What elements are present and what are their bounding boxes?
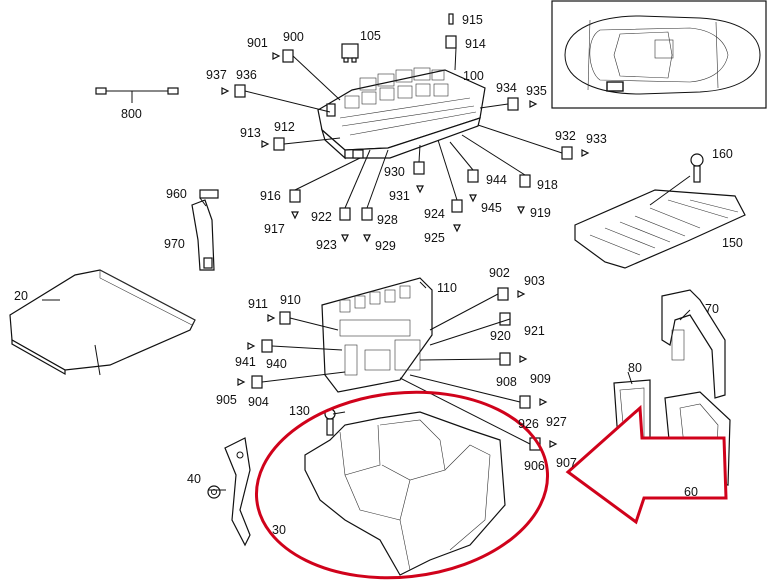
label-160: 160 bbox=[712, 147, 733, 161]
label-100: 100 bbox=[463, 69, 484, 83]
label-900: 900 bbox=[283, 30, 304, 44]
part-800-cable bbox=[95, 87, 179, 103]
screw-130 bbox=[324, 408, 336, 436]
label-903: 903 bbox=[524, 274, 545, 288]
fuse-box-upper bbox=[317, 67, 486, 160]
label-70: 70 bbox=[705, 302, 719, 316]
housing-lower bbox=[304, 411, 506, 576]
label-920: 920 bbox=[490, 329, 511, 343]
label-20: 20 bbox=[14, 289, 28, 303]
label-930: 930 bbox=[384, 165, 405, 179]
label-905: 905 bbox=[216, 393, 237, 407]
label-937: 937 bbox=[206, 68, 227, 82]
label-904: 904 bbox=[248, 395, 269, 409]
label-130: 130 bbox=[289, 404, 310, 418]
label-60: 60 bbox=[684, 485, 698, 499]
highlight-ellipse-icon bbox=[254, 390, 550, 580]
bracket-70 bbox=[661, 289, 726, 399]
car-location-icon bbox=[564, 15, 761, 95]
bracket-30 bbox=[224, 437, 251, 547]
label-908: 908 bbox=[496, 375, 517, 389]
label-919: 919 bbox=[530, 206, 551, 220]
label-944: 944 bbox=[486, 173, 507, 187]
label-935: 935 bbox=[526, 84, 547, 98]
label-80: 80 bbox=[628, 361, 642, 375]
label-931: 931 bbox=[389, 189, 410, 203]
relay-105 bbox=[341, 43, 359, 63]
label-913: 913 bbox=[240, 126, 261, 140]
label-918: 918 bbox=[537, 178, 558, 192]
label-911: 911 bbox=[248, 297, 268, 311]
label-941: 941 bbox=[235, 355, 256, 369]
label-936: 936 bbox=[236, 68, 257, 82]
label-960: 960 bbox=[166, 187, 187, 201]
label-916: 916 bbox=[260, 189, 281, 203]
label-901: 901 bbox=[247, 36, 268, 50]
label-912: 912 bbox=[274, 120, 295, 134]
leader-lines bbox=[42, 47, 691, 491]
label-915: 915 bbox=[462, 13, 483, 27]
label-945: 945 bbox=[481, 201, 502, 215]
label-970: 970 bbox=[164, 237, 185, 251]
car-location-inset bbox=[551, 0, 767, 109]
label-150: 150 bbox=[722, 236, 743, 250]
nut-40 bbox=[207, 485, 221, 499]
label-110: 110 bbox=[437, 281, 457, 295]
label-925: 925 bbox=[424, 231, 445, 245]
label-910: 910 bbox=[280, 293, 301, 307]
label-105: 105 bbox=[360, 29, 381, 43]
label-922: 922 bbox=[311, 210, 332, 224]
label-40: 40 bbox=[187, 472, 201, 486]
label-933: 933 bbox=[586, 132, 607, 146]
label-926: 926 bbox=[518, 417, 539, 431]
label-940: 940 bbox=[266, 357, 287, 371]
label-909: 909 bbox=[530, 372, 551, 386]
part-960-970-clip bbox=[191, 189, 219, 271]
label-30: 30 bbox=[272, 523, 286, 537]
part-150-tray bbox=[574, 189, 746, 269]
arrow-pointer-icon bbox=[565, 404, 728, 525]
label-902: 902 bbox=[489, 266, 510, 280]
label-929: 929 bbox=[375, 239, 396, 253]
label-927: 927 bbox=[546, 415, 567, 429]
control-module-20 bbox=[9, 269, 196, 376]
label-924: 924 bbox=[424, 207, 445, 221]
label-917: 917 bbox=[264, 222, 285, 236]
label-914: 914 bbox=[465, 37, 486, 51]
callout-labels: 800 105 901 900 915 914 937 936 100 934 … bbox=[14, 13, 743, 537]
label-907: 907 bbox=[556, 456, 577, 470]
label-932: 932 bbox=[555, 129, 576, 143]
screw-160 bbox=[690, 153, 704, 183]
label-906: 906 bbox=[524, 459, 545, 473]
label-928: 928 bbox=[377, 213, 398, 227]
label-921: 921 bbox=[524, 324, 545, 338]
fuse-box-lower bbox=[321, 277, 433, 393]
label-800: 800 bbox=[121, 107, 142, 121]
label-923: 923 bbox=[316, 238, 337, 252]
connector-glyphs bbox=[221, 13, 590, 451]
label-934: 934 bbox=[496, 81, 517, 95]
